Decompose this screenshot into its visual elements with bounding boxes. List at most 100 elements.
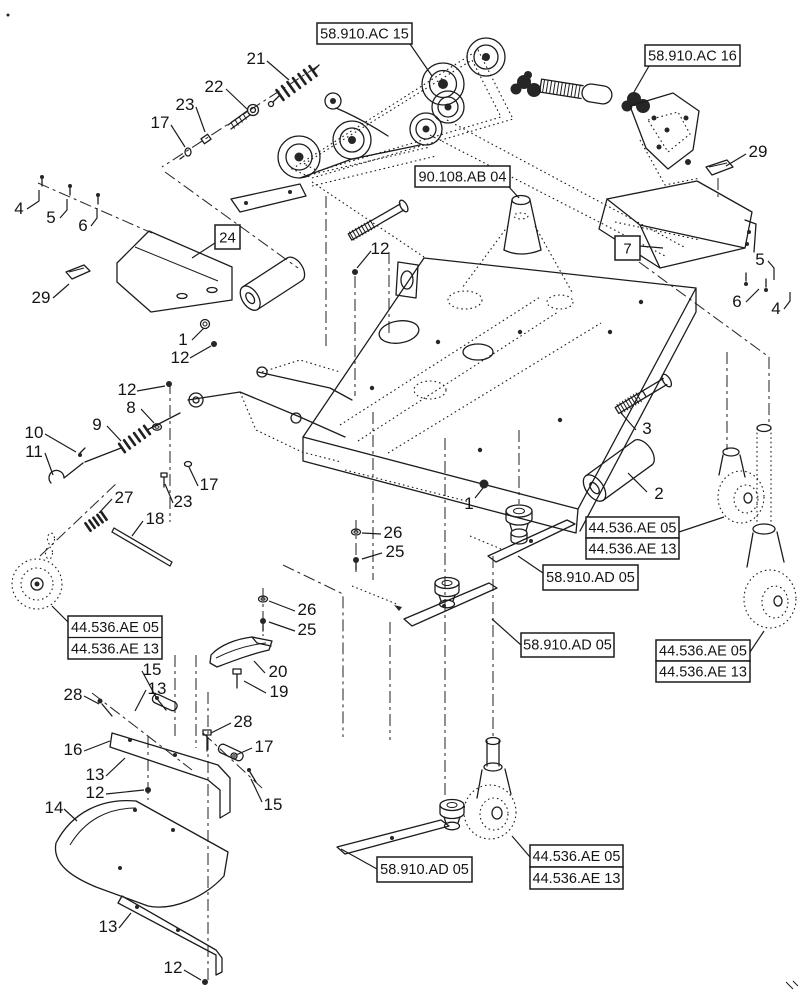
- callout-14: 14: [45, 798, 64, 817]
- belt-shield-bracket-24: [116, 230, 233, 313]
- callout-23-top: 23: [176, 95, 195, 114]
- tension-spring: [267, 64, 320, 108]
- callout-26-right: 26: [384, 523, 403, 542]
- carriage-bolt-3: [614, 373, 673, 415]
- callout-17-c: 17: [255, 737, 274, 756]
- deck-shield-14: [54, 799, 229, 908]
- ref-box-blade-left[interactable]: 58.910.AD 05: [520, 632, 615, 658]
- deflector-shoe-20: [209, 636, 273, 668]
- ref-box-blade-bottom[interactable]: 58.910.AD 05: [376, 856, 473, 883]
- ref-box-label: 7: [623, 241, 631, 258]
- callout-12-e: 12: [164, 958, 183, 977]
- callout-5-left: 5: [46, 208, 55, 227]
- ref-box-caster-left[interactable]: 44.536.AE 05 44.536.AE 13: [67, 615, 163, 660]
- ref-box-label: 58.910.AD 05: [546, 570, 635, 586]
- callout-15-b: 15: [264, 795, 283, 814]
- ref-box-label: 44.536.AE 13: [533, 871, 621, 887]
- callout-29-right: 29: [749, 142, 768, 161]
- mounting-strap-13: [117, 895, 223, 976]
- callout-22: 22: [205, 77, 224, 96]
- hinge-bolt-top: [347, 199, 409, 241]
- callout-17-top: 17: [151, 113, 170, 132]
- mower-blade-left: [351, 582, 498, 627]
- ref-box-label: 58.910.AD 05: [523, 638, 612, 654]
- callout-15-a: 15: [143, 660, 162, 679]
- ref-box-label: 44.536.AE 05: [533, 849, 621, 865]
- callout-1-left: 1: [178, 330, 187, 349]
- bolt-23-mid: [160, 472, 168, 488]
- ref-box-label: 90.108.AB 04: [419, 170, 507, 186]
- hanger-bracket-16: [109, 693, 244, 819]
- slide-rod-18: [111, 527, 173, 567]
- callout-6-left: 6: [78, 216, 87, 235]
- item-callouts: 21 22 23 17 4 5 6 29 29 5 6 4 12 1 12 12…: [14, 49, 780, 977]
- ref-box-caster-center[interactable]: 44.536.AE 05 44.536.AE 13: [585, 516, 680, 560]
- callout-25-right: 25: [386, 542, 405, 561]
- ref-box-58-910-ac-15[interactable]: 58.910.AC 15: [316, 22, 413, 45]
- deck-lift-arms: [187, 261, 419, 463]
- caster-wheel-upper-right: [717, 447, 765, 524]
- deflector-plate-29-right: [705, 159, 734, 176]
- callout-29-left: 29: [32, 288, 51, 307]
- anti-scalp-roller-left: [239, 256, 306, 311]
- callout-20: 20: [269, 662, 288, 681]
- discharge-deflector-7: [598, 180, 757, 269]
- ref-box-24[interactable]: 24: [214, 224, 241, 250]
- callout-10: 10: [25, 423, 44, 442]
- clevis-pin-10: [78, 447, 86, 457]
- callout-25-left: 25: [298, 620, 317, 639]
- leader-lines: [26, 43, 791, 981]
- pto-driveshaft: [510, 71, 701, 186]
- compression-spring-27: [84, 510, 108, 533]
- ref-box-caster-bottom[interactable]: 44.536.AE 05 44.536.AE 13: [529, 844, 624, 890]
- ref-box-label: 44.536.AE 13: [589, 542, 677, 558]
- print-artifacts: [6, 13, 799, 990]
- ref-box-label: 58.910.AD 05: [380, 862, 469, 878]
- washer-17-mid: [183, 460, 193, 468]
- gauge-wheel-left: [11, 532, 63, 610]
- j-hook-rod: [48, 462, 84, 484]
- ref-box-7[interactable]: 7: [614, 235, 641, 261]
- callout-28-b: 28: [234, 712, 253, 731]
- callout-16: 16: [64, 740, 83, 759]
- caster-wheel-right: [743, 423, 797, 629]
- ref-box-label: 44.536.AE 05: [589, 521, 677, 537]
- callout-11: 11: [25, 442, 43, 461]
- callout-8: 8: [126, 398, 135, 417]
- callout-27: 27: [115, 488, 134, 507]
- ref-box-58-910-ac-16[interactable]: 58.910.AC 16: [644, 44, 741, 67]
- anti-scalp-roller-right: [582, 439, 655, 502]
- ref-box-blade-center[interactable]: 58.910.AD 05: [542, 564, 639, 591]
- blade-spindle-center: [505, 504, 533, 545]
- callout-4-right: 4: [771, 299, 780, 318]
- eye-bolt: [227, 103, 260, 130]
- callout-2: 2: [654, 484, 663, 503]
- spring-washer: [179, 147, 192, 160]
- ref-box-caster-right[interactable]: 44.536.AE 05 44.536.AE 13: [655, 639, 751, 683]
- callout-4-left: 4: [14, 199, 23, 218]
- deflector-plate-29-left: [65, 264, 91, 280]
- blade-spindle-left: [434, 576, 460, 609]
- mower-blade-center: [469, 519, 576, 563]
- callout-21: 21: [247, 49, 266, 68]
- callout-12-c: 12: [118, 380, 137, 399]
- caster-wheel-bottom: [463, 736, 517, 840]
- callout-6-right: 6: [732, 292, 741, 311]
- ref-box-label: 44.536.AE 13: [71, 642, 159, 658]
- fastener-pins-and-nuts: [40, 175, 768, 985]
- callout-28-a: 28: [64, 685, 83, 704]
- callout-5-right: 5: [755, 250, 764, 269]
- belt-drive-assembly: [230, 37, 685, 258]
- callout-13-a: 13: [148, 679, 167, 698]
- ref-box-label: 44.536.AE 13: [659, 665, 747, 681]
- washer-8: [151, 423, 163, 431]
- callout-12-d: 12: [86, 783, 105, 802]
- ref-box-90-108-ab-04[interactable]: 90.108.AB 04: [414, 165, 511, 188]
- callout-1-center: 1: [464, 494, 473, 513]
- mower-deck: [302, 257, 697, 534]
- callout-26-left: 26: [298, 600, 317, 619]
- callout-12-top: 12: [371, 239, 390, 258]
- callout-18: 18: [146, 509, 165, 528]
